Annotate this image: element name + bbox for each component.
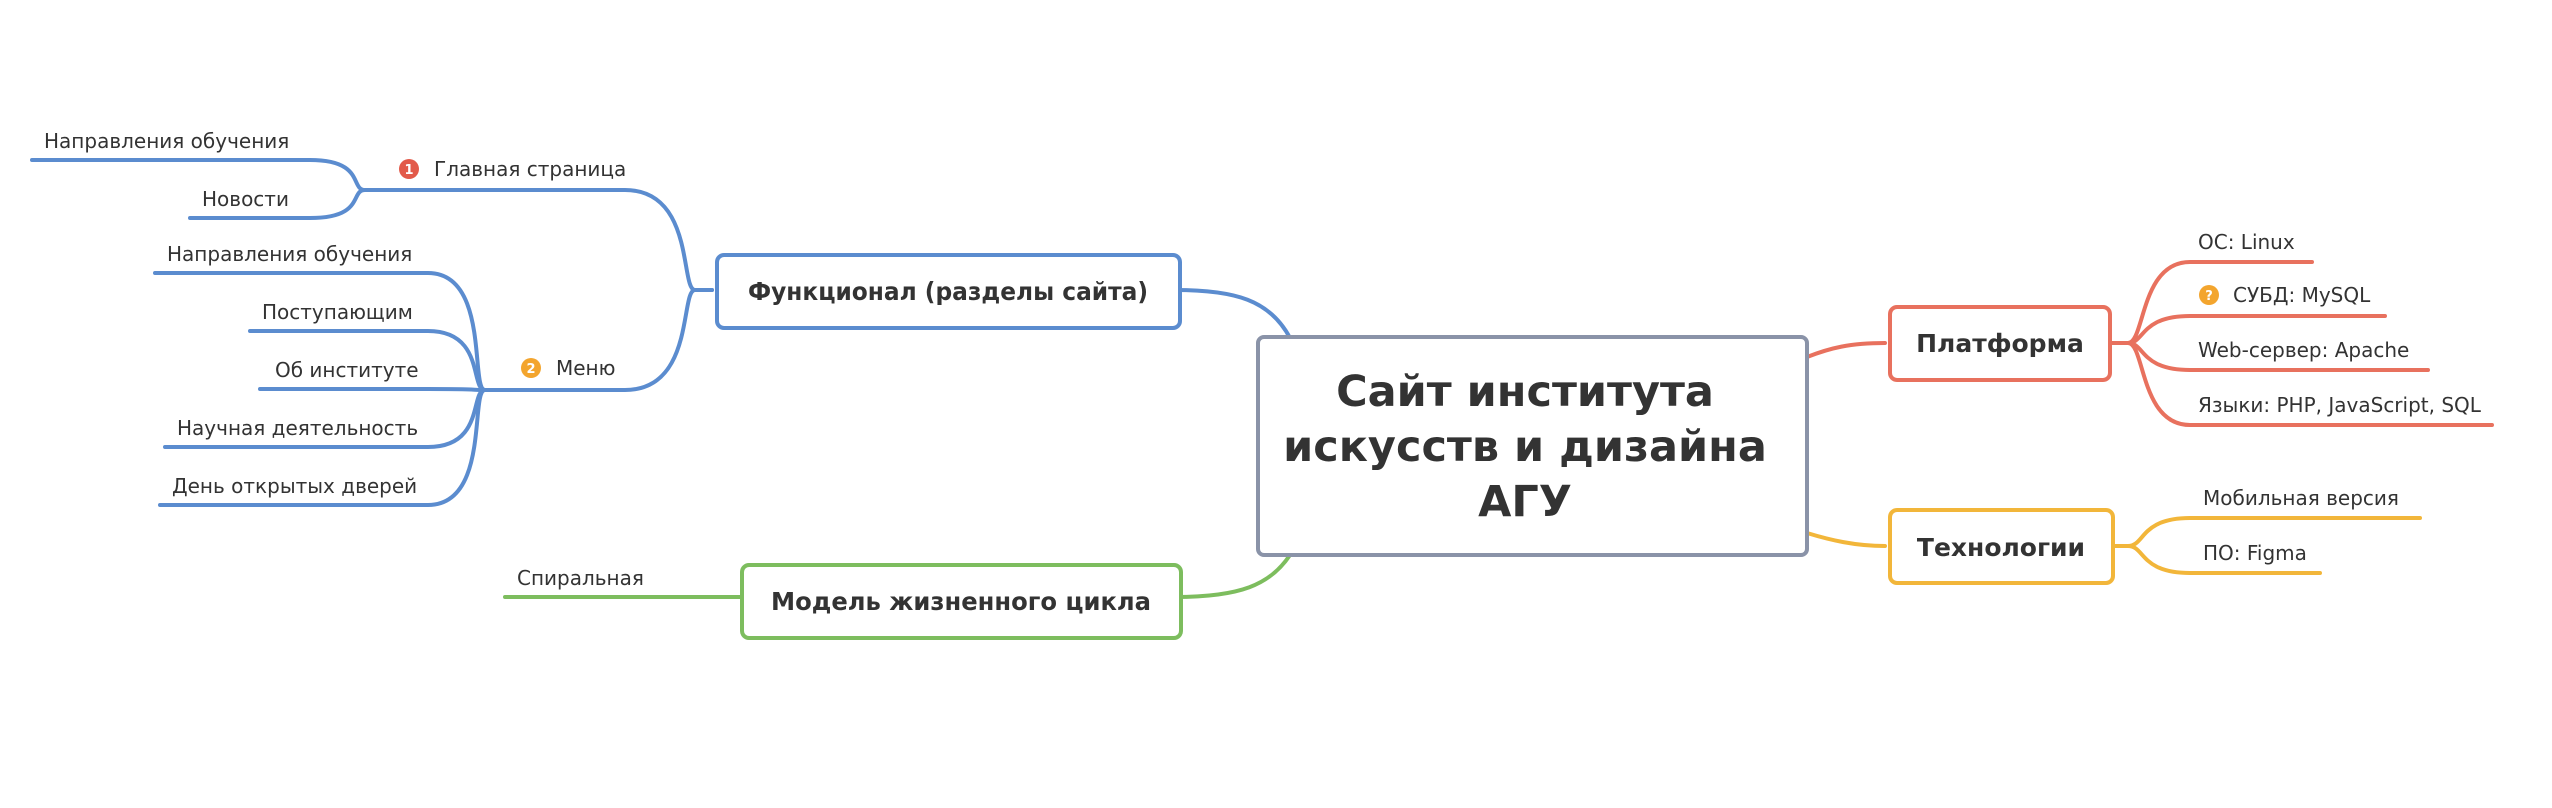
topic-lifecycle-label: Модель жизненного цикла [771,587,1151,616]
subtopic-home[interactable]: 1 Главная страница [399,157,626,181]
connector-center-platform [1805,341,1887,359]
topic-platform[interactable]: Платформа [1888,305,2112,382]
connectors [30,158,2494,599]
topic-platform-label: Платформа [1916,329,2084,358]
connector-center-lifecycle [1173,553,1292,599]
central-topic-box [1256,335,1809,557]
leaf-lifecycle-spiral[interactable]: Спиральная [517,566,644,590]
leaf-menu-open-day[interactable]: День открытых дверей [172,474,417,498]
central-topic-line-3: АГУ [1478,477,1572,527]
topic-platform-box [1888,305,2112,382]
topic-lifecycle-box [740,563,1183,640]
priority-2-icon: 2 [521,358,541,378]
connector-technologies-child-2 [2111,544,2322,575]
subtopic-menu[interactable]: 2 Меню [521,356,615,380]
svg-text:2: 2 [526,362,535,377]
subtopic-home-label: Главная страница [434,157,626,181]
connector-home-child-2 [188,188,367,220]
leaf-platform-languages[interactable]: Языки: PHP, JavaScript, SQL [2198,393,2482,417]
leaf-home-news[interactable]: Новости [202,187,289,211]
topic-technologies-box [1888,508,2115,585]
topic-functional-label: Функционал (разделы сайта) [748,277,1148,306]
topic-lifecycle[interactable]: Модель жизненного цикла [740,563,1183,640]
leaf-platform-webserver[interactable]: Web-сервер: Apache [2198,338,2409,362]
svg-text:1: 1 [404,163,413,178]
leaf-menu-about[interactable]: Об институте [275,358,419,382]
leaf-menu-applicants[interactable]: Поступающим [262,300,413,324]
leaf-platform-os[interactable]: ОС: Linux [2198,230,2295,254]
connector-center-functional [1173,288,1292,340]
leaf-menu-directions[interactable]: Направления обучения [167,242,412,266]
central-topic[interactable]: Сайт института искусств и дизайна АГУ [1256,335,1809,557]
connector-menu-child-2 [248,329,487,392]
leaf-home-directions[interactable]: Направления обучения [44,129,289,153]
leaf-platform-dbms-label: СУБД: MySQL [2233,283,2371,307]
topic-technologies-label: Технологии [1917,533,2085,562]
leaf-technologies-mobile[interactable]: Мобильная версия [2203,486,2399,510]
connector-center-technologies [1805,531,1887,548]
connector-platform-child-4 [2108,341,2494,427]
question-mark-icon: ? [2199,285,2219,305]
priority-1-icon: 1 [399,159,419,179]
connector-home-child-1 [30,158,367,192]
central-topic-line-1: Сайт института [1336,367,1714,417]
leaf-menu-research[interactable]: Научная деятельность [177,416,418,440]
connector-menu-child-5 [158,388,487,507]
topic-technologies[interactable]: Технологии [1888,508,2115,585]
connector-menu-child-3 [258,387,487,392]
topic-functional[interactable]: Функционал (разделы сайта) [715,253,1182,330]
topic-functional-box [715,253,1182,330]
connector-functional-home [363,188,714,292]
leaf-platform-dbms[interactable]: ? СУБД: MySQL [2199,283,2371,307]
svg-text:?: ? [2205,289,2213,304]
subtopic-menu-label: Меню [556,356,615,380]
central-topic-line-2: искусств и дизайна [1283,422,1767,472]
leaf-technologies-figma[interactable]: ПО: Figma [2203,541,2307,565]
connector-functional-menu [483,288,714,392]
